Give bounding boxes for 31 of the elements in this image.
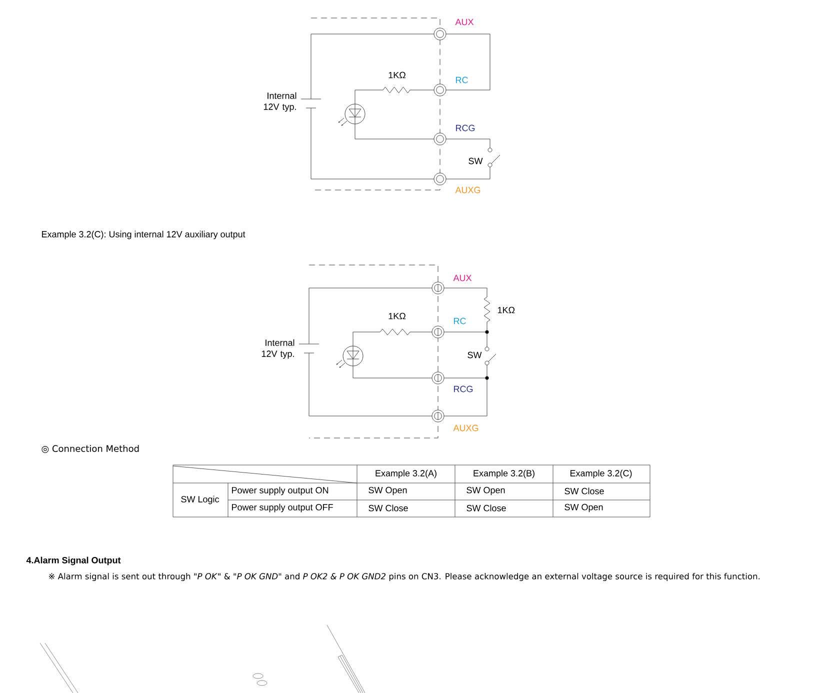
- section-heading: 4.Alarm Signal Output: [26, 556, 121, 566]
- terminal-label: RC: [456, 76, 468, 84]
- switch-label: SW: [468, 352, 482, 358]
- resistor-label: 1KΩ: [498, 306, 515, 314]
- table-entry: SW Open: [368, 486, 407, 496]
- table-entry: Power supply output OFF: [232, 504, 333, 512]
- section-subheading: ◎ Connection Method: [42, 445, 139, 453]
- terminal-label: RCG: [454, 386, 473, 392]
- table-entry: Power supply output ON: [232, 486, 328, 496]
- terminal-label: RC: [454, 318, 466, 324]
- table-entry: SW Open: [564, 504, 603, 512]
- table-entry: SW Close: [368, 504, 408, 512]
- terminal-label: RCG: [456, 124, 475, 132]
- terminal-label: AUXG: [453, 424, 478, 432]
- table-header: Example 3.2(A): [376, 470, 436, 478]
- table-entry: SW Open: [466, 486, 505, 496]
- terminal-label: AUXG: [455, 186, 480, 194]
- terminal-label: AUX: [453, 274, 472, 282]
- table-entry: SW Logic: [181, 496, 220, 504]
- example-caption: Example 3.2(C): Using internal 12V auxiliary output: [42, 230, 246, 240]
- table-header: Example 3.2(B): [474, 470, 534, 478]
- terminal-label: AUX: [455, 18, 474, 26]
- resistor-label: 1KΩ: [388, 312, 406, 320]
- supply-label: Internal 12V typ.: [264, 92, 296, 112]
- switch-label: SW: [468, 158, 483, 164]
- resistor-label: 1KΩ: [388, 72, 406, 78]
- table-entry: SW Close: [466, 504, 506, 512]
- table-entry: SW Close: [564, 488, 604, 494]
- supply-label: Internal 12V typ.: [262, 339, 294, 359]
- table-header: Example 3.2(C): [570, 470, 632, 478]
- note-paragraph: ※ Alarm signal is sent out through "P OK" & "P OK GND" and P OK2 & P OK GND2 pins on CN3. Please acknowledge an external voltage source is required for this function.: [49, 572, 760, 581]
